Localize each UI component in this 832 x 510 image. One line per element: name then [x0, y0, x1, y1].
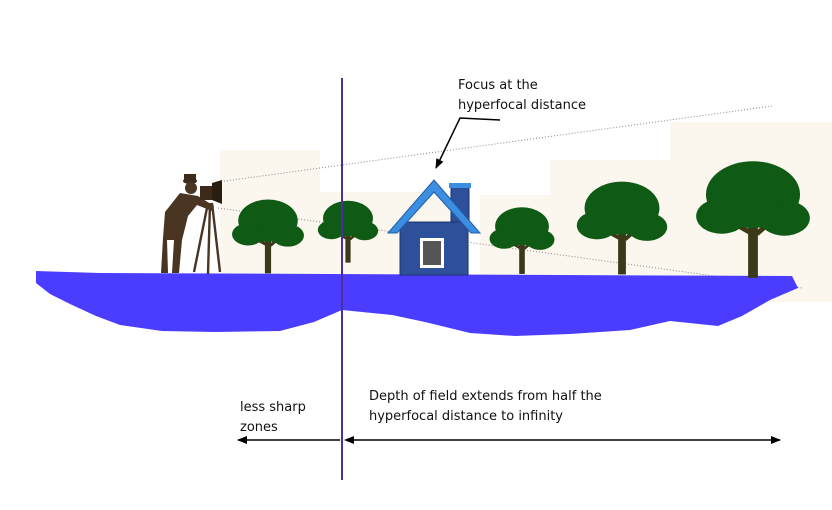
lower-sight-line: [217, 207, 803, 289]
depth-of-field-arrow: [344, 436, 781, 444]
tree-icon: [489, 207, 555, 274]
focus-annotation-line-2: hyperfocal distance: [458, 98, 587, 113]
less-sharp-line-2: zones: [240, 420, 278, 435]
upper-sight-line: [217, 105, 773, 183]
sight-lines: [217, 105, 803, 289]
focus-annotation: Focus at the hyperfocal distance: [458, 76, 586, 116]
ground: [36, 271, 798, 336]
tree-icon: [232, 199, 304, 274]
focus-callout-arrow: [435, 117, 501, 169]
depth-of-field-line-1: Depth of field extends from half the: [369, 389, 602, 404]
tree-icon: [696, 161, 810, 278]
house-icon: [386, 179, 482, 276]
depth-of-field-annotation: Depth of field extends from half the hyp…: [369, 387, 602, 427]
photographer-with-tripod-camera: [161, 174, 222, 275]
depth-of-field-line-2: hyperfocal distance to infinity: [369, 409, 563, 424]
tree-icon: [317, 200, 379, 263]
less-sharp-line-1: less sharp: [240, 400, 306, 415]
tree-icon: [576, 181, 668, 275]
focus-annotation-line-1: Focus at the: [458, 78, 538, 93]
less-sharp-annotation: less sharp zones: [240, 398, 306, 438]
